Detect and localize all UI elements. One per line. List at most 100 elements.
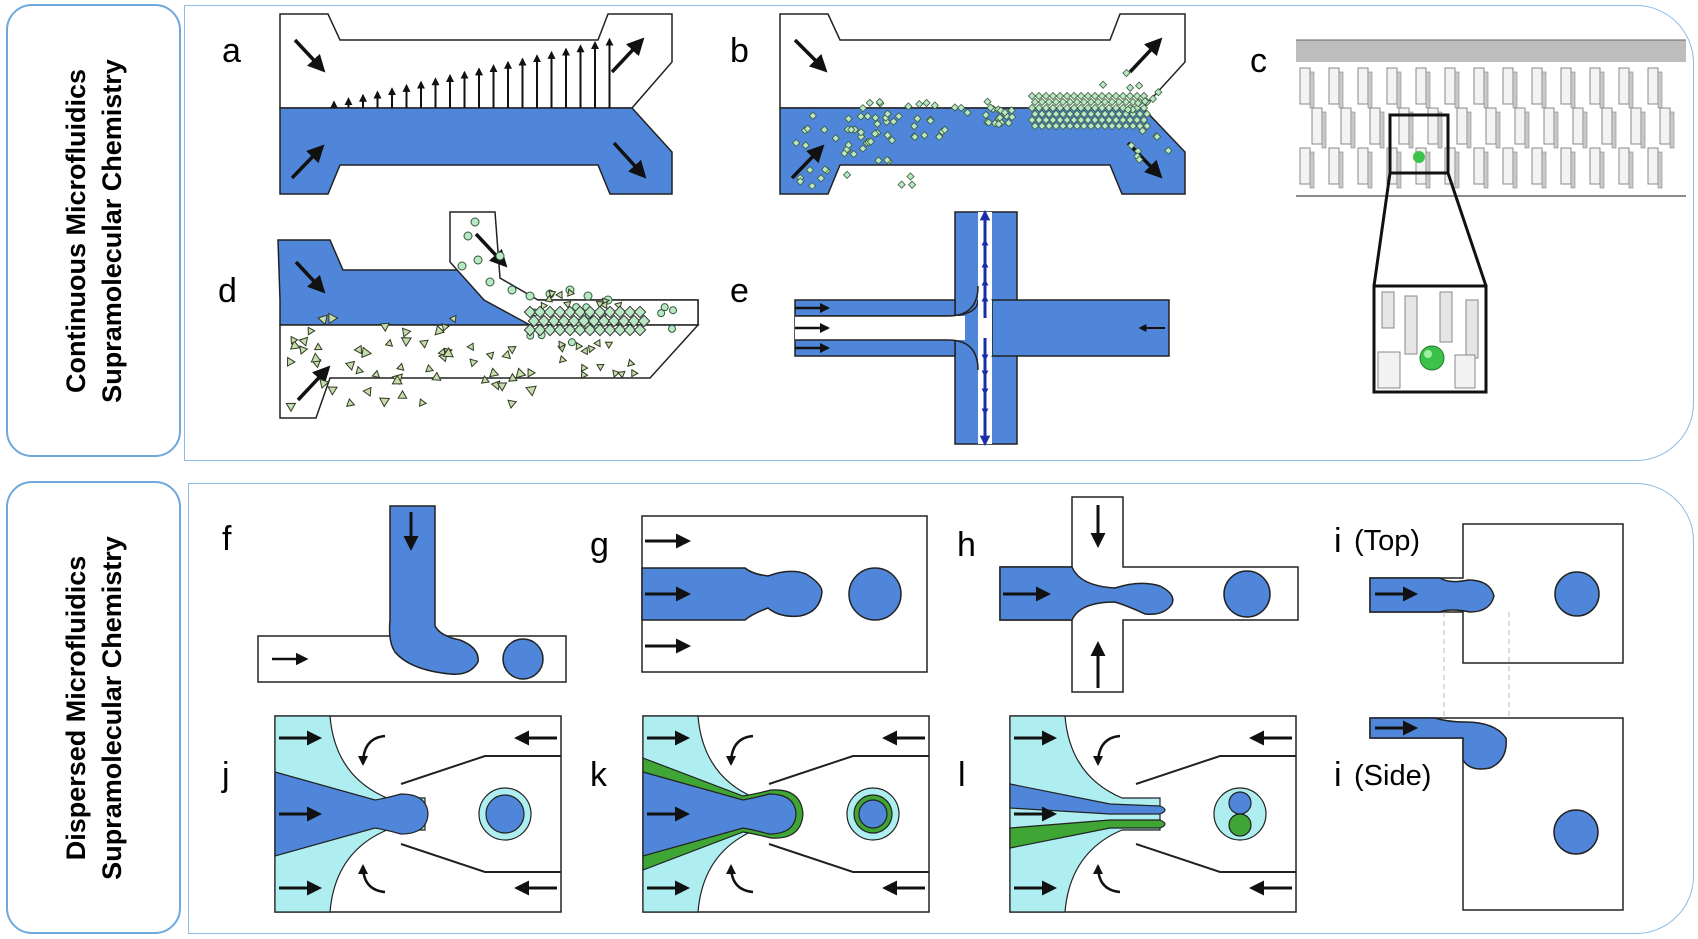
particle-icon bbox=[1030, 109, 1040, 119]
particle-icon bbox=[1093, 97, 1103, 107]
particle-icon bbox=[1107, 121, 1117, 131]
pillar bbox=[1630, 107, 1642, 145]
pillar bbox=[1369, 107, 1381, 145]
particle-icon bbox=[1139, 91, 1149, 101]
particle-icon bbox=[805, 165, 815, 175]
particle-icon bbox=[617, 370, 626, 379]
pillar bbox=[1618, 67, 1630, 105]
particle-icon bbox=[1090, 91, 1100, 101]
particle-icon bbox=[883, 155, 892, 165]
particle-icon bbox=[1133, 147, 1143, 156]
particle-icon bbox=[355, 365, 365, 375]
particle-icon bbox=[627, 314, 641, 328]
pillar bbox=[1647, 147, 1659, 185]
particle-icon bbox=[328, 312, 339, 325]
orifice-wall bbox=[768, 755, 929, 785]
particle-icon bbox=[593, 305, 607, 319]
particle-icon bbox=[808, 111, 818, 120]
particle-icon bbox=[1072, 97, 1082, 107]
particle-icon bbox=[1097, 115, 1107, 125]
particle-icon bbox=[883, 109, 892, 118]
particle-icon bbox=[984, 118, 993, 127]
arrow-icon bbox=[1126, 141, 1163, 179]
particle-icon bbox=[485, 351, 495, 361]
particle-icon bbox=[1111, 103, 1121, 113]
particle-icon bbox=[507, 372, 518, 382]
particle-icon bbox=[1065, 109, 1075, 119]
particle-icon bbox=[910, 132, 919, 141]
particle-icon bbox=[849, 149, 858, 159]
particle-icon bbox=[469, 358, 479, 368]
panel-i-side-label: (Side) bbox=[1354, 760, 1431, 792]
particle-icon bbox=[1034, 103, 1044, 113]
particle-icon bbox=[495, 251, 505, 261]
particle-icon bbox=[887, 136, 897, 145]
dispersed-phase bbox=[274, 771, 429, 857]
particle-icon bbox=[558, 354, 568, 364]
particle-icon bbox=[1076, 91, 1086, 101]
particle-icon bbox=[904, 102, 913, 111]
particle-icon bbox=[1051, 109, 1061, 119]
particle-icon bbox=[558, 340, 567, 350]
particle-icon bbox=[580, 370, 589, 380]
particle-icon bbox=[418, 339, 429, 349]
particle-icon bbox=[527, 314, 541, 328]
particle-icon bbox=[1055, 103, 1065, 113]
particle-icon bbox=[913, 114, 922, 123]
particle-icon bbox=[1104, 91, 1114, 101]
pillar bbox=[1386, 67, 1398, 105]
particle-icon bbox=[1058, 121, 1068, 131]
particle-icon bbox=[1034, 91, 1044, 101]
panel-i-top-letter: i bbox=[1334, 522, 1342, 560]
panel-a-label: a bbox=[222, 32, 241, 70]
continuous-section-label: Continuous Microfluidics Supramolecular … bbox=[6, 4, 181, 457]
droplet-icon bbox=[502, 638, 544, 680]
arrow-icon bbox=[790, 144, 825, 180]
particle-icon bbox=[940, 125, 949, 135]
particle-icon bbox=[543, 305, 557, 319]
particle-icon bbox=[1034, 115, 1044, 125]
particle-icon bbox=[567, 314, 581, 328]
particle-icon bbox=[313, 342, 323, 351]
particle-icon bbox=[587, 344, 596, 354]
particle-icon bbox=[1127, 141, 1136, 150]
panel-j-diagram: j bbox=[221, 715, 562, 913]
particle-icon bbox=[1083, 103, 1093, 113]
particle-icon bbox=[1148, 94, 1158, 103]
particle-icon bbox=[563, 323, 577, 337]
particle-icon bbox=[580, 346, 588, 356]
orifice-wall bbox=[400, 843, 561, 873]
particle-icon bbox=[1114, 121, 1124, 131]
particle-icon bbox=[553, 305, 567, 319]
droplet-icon bbox=[858, 799, 888, 829]
particle-icon bbox=[507, 285, 517, 295]
particle-icon bbox=[501, 349, 511, 360]
channel-upper bbox=[779, 13, 1186, 109]
particle-icon bbox=[963, 108, 972, 117]
pillar bbox=[1415, 67, 1427, 105]
particle-icon bbox=[1072, 109, 1082, 119]
particle-icon bbox=[353, 344, 363, 355]
particle-icon bbox=[533, 323, 547, 337]
particle-icon bbox=[1114, 97, 1124, 107]
panel-h-label: h bbox=[957, 526, 976, 564]
particle-icon bbox=[603, 323, 617, 337]
particle-icon bbox=[1139, 103, 1149, 113]
particle-icon bbox=[1142, 109, 1152, 119]
particle-icon bbox=[1090, 115, 1100, 125]
particle-icon bbox=[507, 399, 518, 409]
arrow-icon bbox=[294, 260, 326, 294]
particle-icon bbox=[857, 132, 866, 141]
particle-icon bbox=[1037, 97, 1047, 107]
particle-icon bbox=[623, 305, 637, 319]
particle-icon bbox=[1027, 115, 1037, 125]
particle-icon bbox=[1152, 132, 1162, 141]
particle-icon bbox=[986, 103, 995, 112]
dispersed-phase bbox=[388, 505, 479, 675]
pillar bbox=[1502, 67, 1514, 105]
particle-cloud bbox=[285, 217, 678, 413]
particle-icon bbox=[613, 305, 627, 319]
particle-icon bbox=[1007, 106, 1016, 115]
pillar bbox=[1444, 67, 1456, 105]
particle-icon bbox=[345, 397, 356, 407]
